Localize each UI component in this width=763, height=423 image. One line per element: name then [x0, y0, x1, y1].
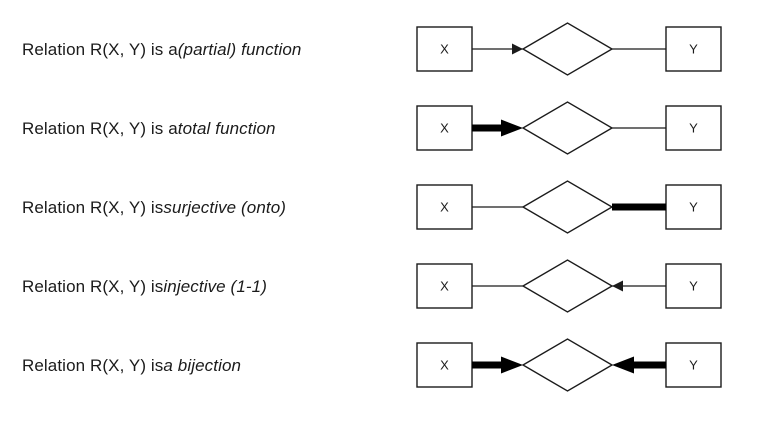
entity-box-y — [665, 263, 722, 309]
entity-label-y: Y — [689, 358, 698, 373]
caption-emphasis: total function — [177, 118, 276, 138]
relation-caption: Relation R(X, Y) is a (partial) function — [22, 10, 302, 89]
caption-emphasis: surjective (onto) — [163, 197, 287, 217]
entity-box-x — [416, 26, 473, 72]
arrowhead-x-thick — [501, 119, 523, 137]
relation-caption: Relation R(X, Y) is a bijection — [22, 326, 241, 405]
caption-emphasis: a bijection — [163, 355, 242, 375]
entity-label-y: Y — [689, 121, 698, 136]
caption-emphasis: injective (1-1) — [163, 276, 267, 296]
relation-caption: Relation R(X, Y) is injective (1-1) — [22, 247, 267, 326]
relationship-diamond — [521, 101, 614, 155]
caption-prefix: Relation R(X, Y) is a — [22, 118, 178, 138]
entity-box-x — [416, 263, 473, 309]
relation-caption: Relation R(X, Y) is surjective (onto) — [22, 168, 286, 247]
relationship-diamond — [521, 180, 614, 234]
caption-prefix: Relation R(X, Y) is — [22, 197, 164, 217]
caption-prefix: Relation R(X, Y) is — [22, 276, 164, 296]
entity-box-x — [416, 342, 473, 388]
entity-label-y: Y — [689, 200, 698, 215]
relationship-diamond — [521, 338, 614, 392]
relationship-diamond — [521, 22, 614, 76]
entity-label-x: X — [440, 42, 449, 57]
arrowhead-y-thick — [612, 356, 634, 374]
entity-label-x: X — [440, 121, 449, 136]
relationship-diamond — [521, 259, 614, 313]
arrowhead-x-thick — [501, 356, 523, 374]
arrowhead-x-thin — [512, 43, 523, 55]
caption-prefix: Relation R(X, Y) is a — [22, 39, 178, 59]
entity-label-y: Y — [689, 279, 698, 294]
relation-caption: Relation R(X, Y) is a total function — [22, 89, 276, 168]
entity-label-x: X — [440, 200, 449, 215]
relation-row: Relation R(X, Y) is a (partial) function… — [0, 10, 763, 89]
entity-box-x — [416, 105, 473, 151]
caption-prefix: Relation R(X, Y) is — [22, 355, 164, 375]
entity-label-y: Y — [689, 42, 698, 57]
entity-label-x: X — [440, 358, 449, 373]
entity-box-y — [665, 342, 722, 388]
entity-box-y — [665, 26, 722, 72]
arrowhead-y-thin — [612, 280, 623, 292]
entity-label-x: X — [440, 279, 449, 294]
caption-emphasis: (partial) function — [177, 39, 302, 59]
